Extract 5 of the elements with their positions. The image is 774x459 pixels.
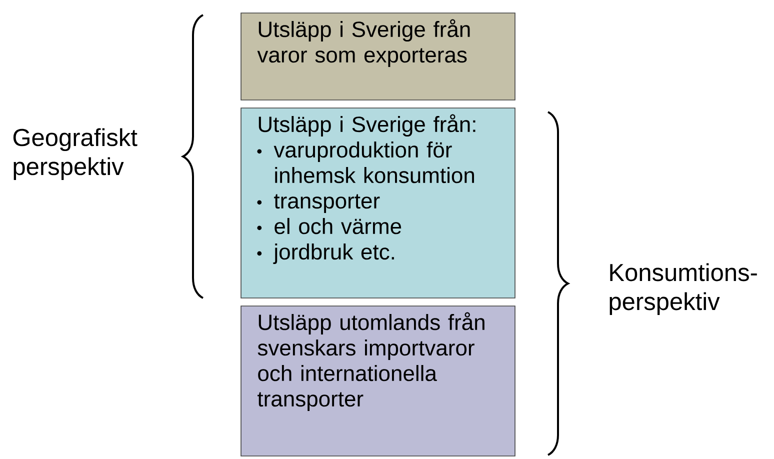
text-box: Utsläpp i Sverige från: varuproduktion för inhemsk konsumtion transporter el och värme jordbruk etc.	[240, 108, 516, 298]
side-label: Geografiskt perspektiv	[13, 128, 138, 180]
side-label: Konsumtions- perspektiv	[610, 263, 757, 316]
text-box: Utsläpp i Sverige från varor som exporteras	[240, 12, 516, 100]
text-box: Utsläpp utomlands från svenskars importvaror och internationella transporter	[240, 306, 516, 456]
